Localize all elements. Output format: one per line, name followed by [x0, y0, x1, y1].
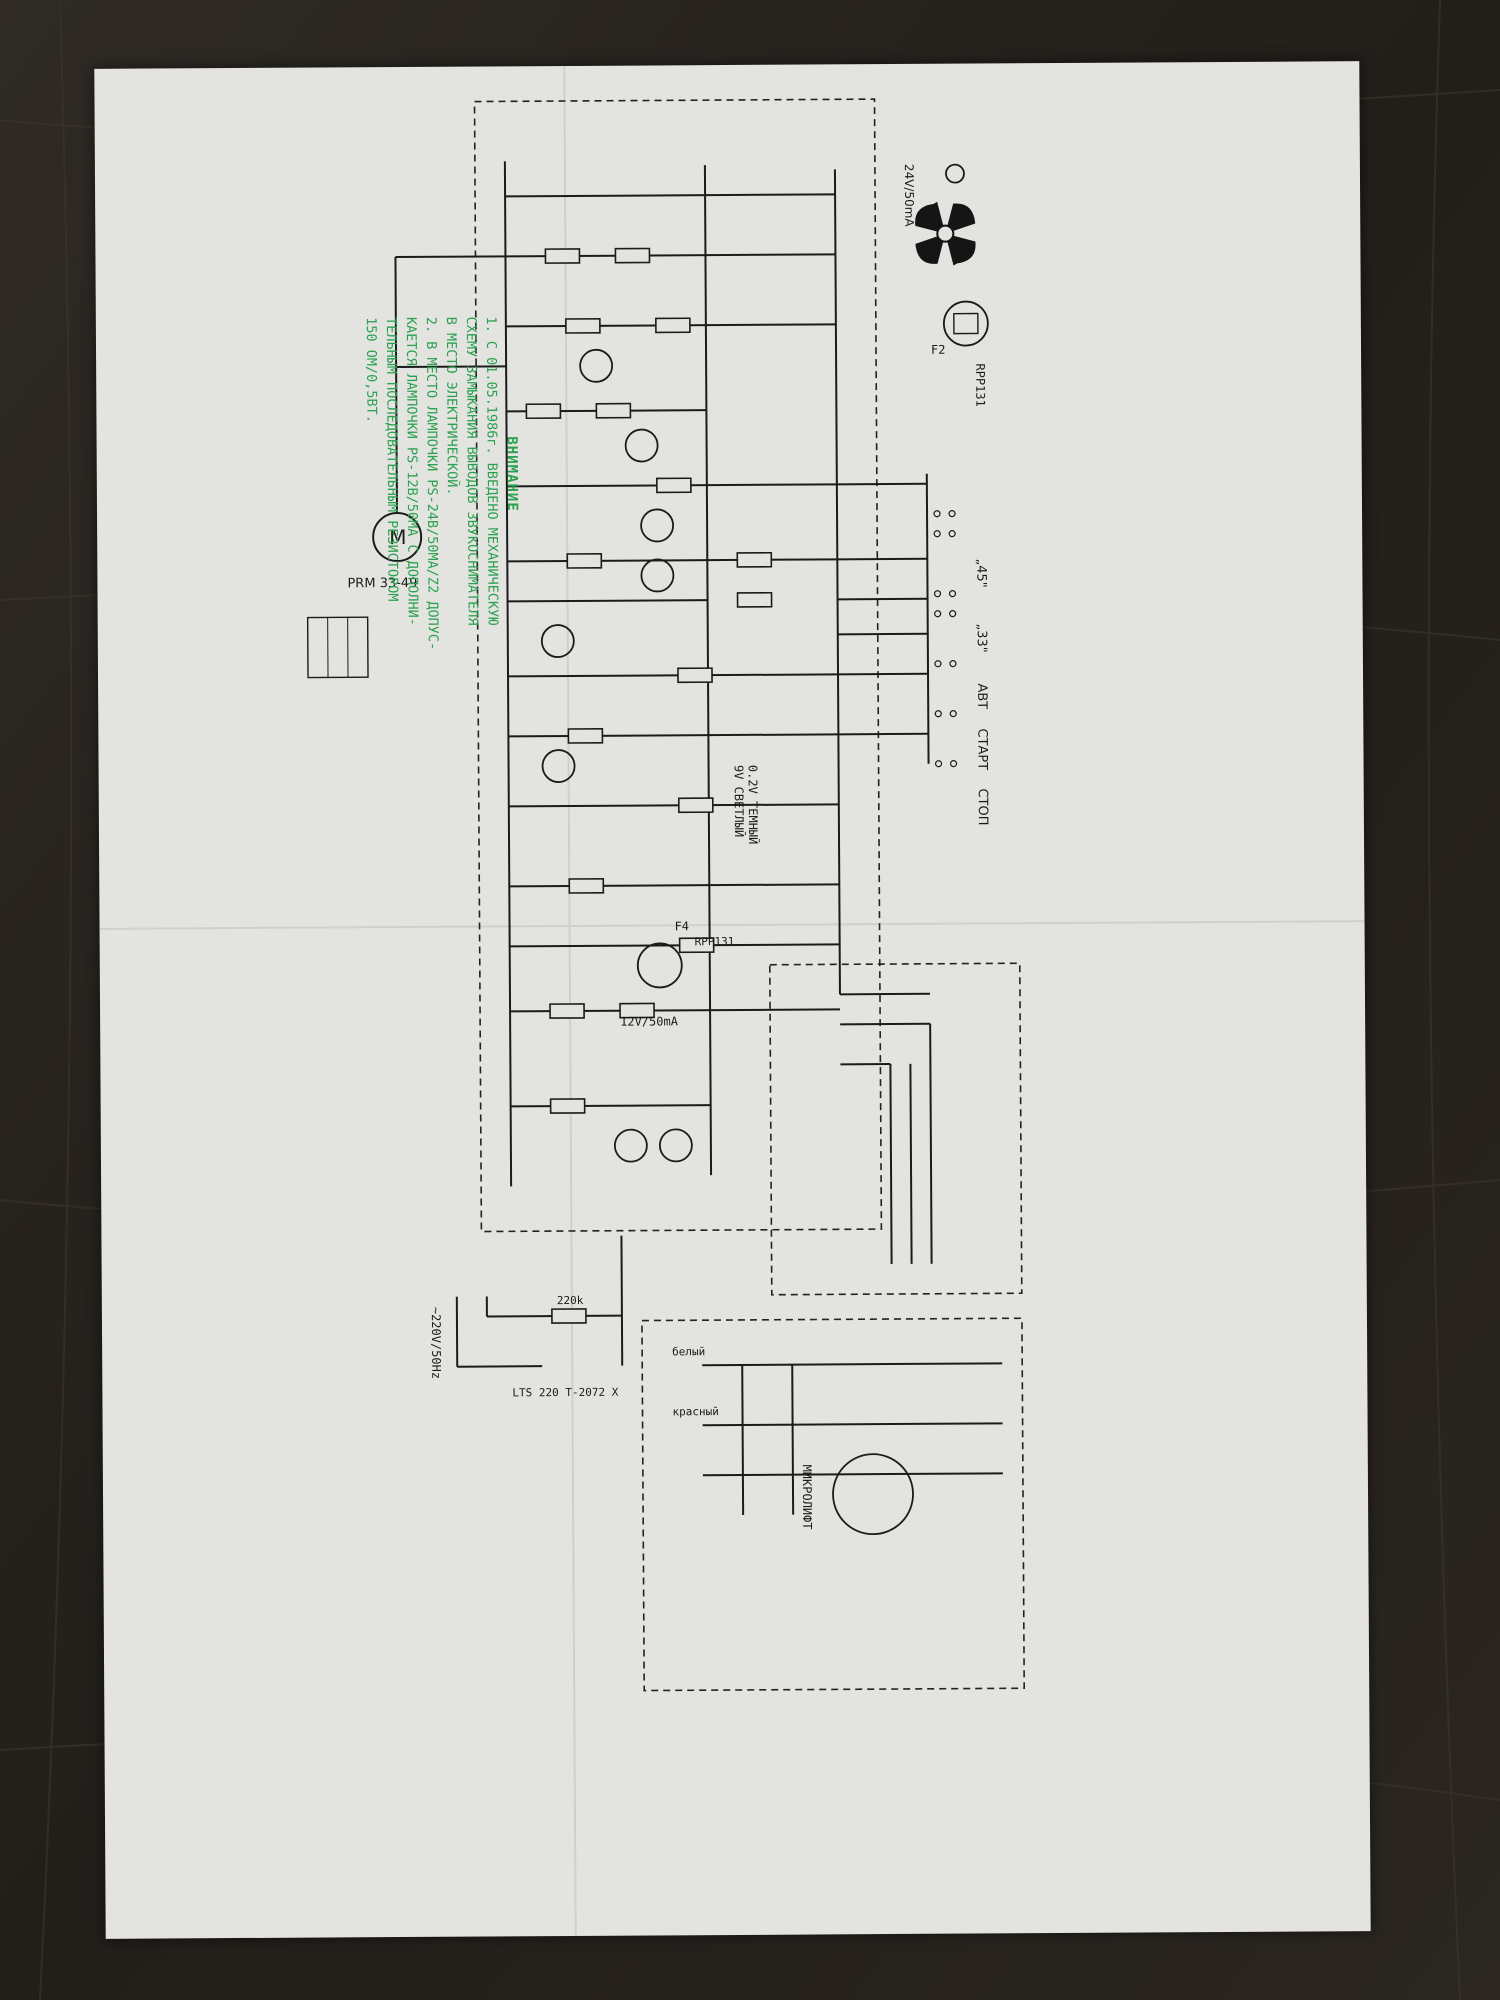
attention-note-line: В МЕСТО ЭЛЕКТРИЧЕСКОЙ.	[442, 316, 460, 496]
motor-symbol: M	[389, 525, 406, 549]
dc-dark-label: 0.2V ТЕМНЫЙ	[746, 765, 761, 845]
photoresistor-mid-part: RPP131	[695, 935, 735, 948]
fan-icon	[915, 201, 976, 266]
stop-start-table	[306, 616, 369, 679]
mains-resistor-value: 220k	[557, 1294, 584, 1307]
attention-note-title: ВНИМАНИЕ	[503, 436, 521, 512]
attention-note-line: 2. В МЕСТО ЛАМПОЧКИ PS-24В/50МА/Z2 ДОПУС…	[422, 316, 441, 651]
switch-stop-label: СТОП	[975, 788, 990, 825]
lamp-top-rating: 24V/50mA	[902, 164, 916, 228]
cartridge-box	[768, 962, 1023, 1296]
schematic-sheet: M PRM 33-49 24V/50mA F2 RPP131 F4 RPP131…	[94, 61, 1371, 1939]
photoresistor-top-ref: F2	[931, 343, 946, 357]
transformer-label: LTS 220 T-2072 X	[512, 1386, 618, 1400]
attention-note: ВНИМАНИЕ 1. С 01.05.1986г. ВВЕДЕНО МЕХАН…	[261, 316, 525, 938]
photoresistor-top-part: RPP131	[973, 363, 987, 406]
motor-label: PRM 33-49	[347, 576, 417, 591]
speed-45-label: „45"	[973, 558, 988, 587]
microlift-box	[641, 1317, 1026, 1692]
microlift-label: МИКРОЛИФТ	[800, 1465, 814, 1530]
mains-label: ~220V/50Hz	[429, 1307, 443, 1379]
board-outline	[473, 98, 883, 1233]
speed-33-label: „33"	[974, 623, 989, 652]
lamp-mid-rating: 12V/50mA	[620, 1014, 679, 1028]
dc-light-label: 9V СВЕТЛЫЙ	[732, 765, 747, 837]
attention-note-line: 1. С 01.05.1986г. ВВЕДЕНО МЕХАНИЧЕСКУЮ	[482, 316, 501, 626]
wire-white-label: белый	[672, 1345, 705, 1358]
switch-auto-label: АВТ	[974, 683, 989, 709]
attention-note-line: СХЕМУ ЗАМЫКАНИЯ ВЫВОДОВ ЗВУКОСНИМАТЕЛЯ	[462, 316, 481, 626]
attention-note-line: ТЕЛЬНЫМ ПОСЛЕДОВАТЕЛЬНЫМ РЕЗИСТОРОМ	[382, 317, 401, 602]
attention-note-line: 150 ОМ/0,5ВТ.	[362, 317, 380, 423]
photoresistor-mid-ref: F4	[675, 919, 690, 933]
switch-start-label: СТАРТ	[974, 728, 989, 770]
circuit-schematic: M PRM 33-49 24V/50mA F2 RPP131 F4 RPP131…	[99, 66, 1365, 1936]
attention-note-line: КАЕТСЯ ЛАМПОЧКИ PS-12В/50МА С ДОПОЛНИ-	[402, 316, 421, 626]
wire-red-label: красный	[672, 1405, 718, 1418]
